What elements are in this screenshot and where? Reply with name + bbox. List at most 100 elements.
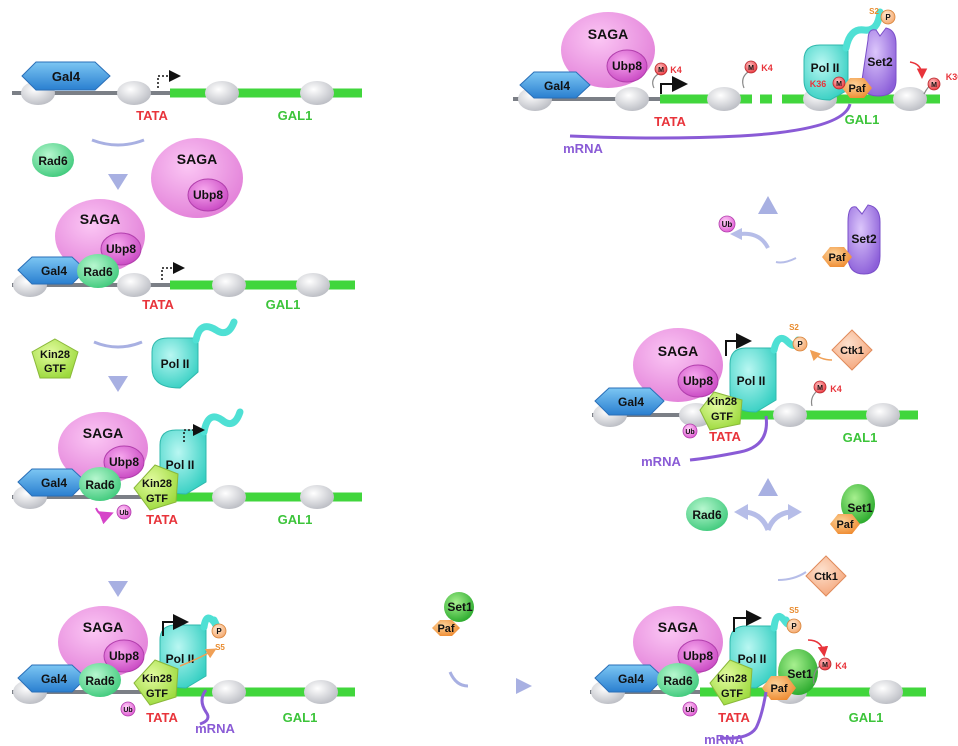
binding-curve [448, 671, 469, 688]
ubp8-protein [103, 639, 145, 673]
binding-curve [91, 138, 145, 147]
methyl-mark [744, 60, 758, 74]
rad6-label: Rad6 [85, 478, 115, 492]
kin28-label: Kin28 [717, 673, 747, 685]
gtf-label: GTF [721, 688, 743, 700]
ub-label: Ub [123, 707, 132, 714]
release-arrow [765, 509, 791, 531]
paf-protein [762, 676, 796, 700]
nucleosome [296, 273, 330, 297]
phosphate-label: P [885, 13, 891, 22]
ub-label: Ub [685, 707, 694, 714]
kin28-gtf-complex [709, 659, 753, 706]
rad6-label: Rad6 [663, 674, 693, 688]
pol2-label: Pol II [161, 357, 190, 371]
binding-curve [777, 571, 807, 581]
paf-protein [432, 620, 460, 636]
mrna-strand [719, 691, 768, 740]
paf-label: Paf [828, 252, 845, 264]
nucleosome [212, 485, 246, 509]
saga-label: SAGA [83, 619, 123, 635]
nucleosome [869, 680, 903, 704]
gal4-label: Gal4 [41, 264, 67, 278]
rad6-label: Rad6 [83, 265, 113, 279]
gtf-label: GTF [711, 411, 733, 423]
nucleosome [707, 87, 741, 111]
gal4-label: Gal4 [544, 79, 570, 93]
methyl-mark [818, 657, 832, 671]
saga-label: SAGA [83, 425, 123, 441]
nucleosome [893, 87, 927, 111]
ubp8-protein [677, 364, 719, 398]
binding-curve [93, 340, 143, 349]
ub-mark [682, 423, 698, 439]
gal4-label: Gal4 [618, 672, 644, 686]
gal4-protein [594, 387, 665, 416]
gtf-label: GTF [146, 493, 168, 505]
rad6-protein [686, 497, 728, 531]
phosphate-label: P [791, 622, 797, 631]
ubp8-protein [677, 639, 719, 673]
tata-label: TATA [146, 512, 178, 527]
phosphate-mark [792, 336, 808, 352]
rad6-protein [77, 254, 119, 288]
k4-label: K4 [761, 63, 773, 73]
ubp8-label: Ubp8 [612, 59, 642, 73]
histone-tail [742, 71, 749, 89]
rad6-protein [32, 143, 74, 177]
nucleosome [117, 81, 151, 105]
phosphate-label: P [797, 340, 803, 349]
methylation-arrow [807, 639, 829, 657]
methyl-label: M [822, 662, 828, 669]
set2-protein [847, 204, 881, 275]
kin28-label: Kin28 [142, 673, 172, 685]
kin28-label: Kin28 [142, 478, 172, 490]
pol2-ctd-tail [842, 8, 884, 52]
nucleosome [304, 680, 338, 704]
gal4-label: Gal4 [618, 395, 644, 409]
pol2-label: Pol II [811, 61, 840, 75]
methyl-label: M [748, 65, 754, 72]
ctk1-label: Ctk1 [814, 571, 838, 583]
ub-mark [718, 215, 736, 233]
panel-l4: SAGA Ubp8 Pol II Gal4 Rad6 Kin28 GTF P S… [12, 606, 355, 736]
paf-protein [842, 78, 872, 98]
paf-label: Paf [770, 683, 787, 695]
ubp8-label: Ubp8 [106, 242, 136, 256]
gtf-label: GTF [146, 688, 168, 700]
ubp8-protein [606, 49, 648, 83]
rad6-protein [79, 467, 121, 501]
gal1-label: GAL1 [843, 430, 878, 445]
pol2-ctd-tail [770, 613, 791, 632]
nucleosome [212, 680, 246, 704]
ubp8-label: Ubp8 [683, 649, 713, 663]
tss-arrow-active [162, 614, 189, 636]
nucleosome [773, 403, 807, 427]
paf-protein [822, 247, 852, 267]
ctk1-protein [831, 329, 873, 371]
tss-arrow-inactive [161, 262, 185, 280]
kin28-gtf-complex [31, 338, 79, 379]
kin28-gtf-complex [133, 659, 179, 706]
rad6-label: Rad6 [38, 154, 68, 168]
kin28-label: Kin28 [40, 349, 70, 361]
ubp8-protein [187, 178, 229, 212]
set1-label: Set1 [787, 667, 813, 681]
step-arrowhead [758, 478, 778, 496]
rad6-protein [79, 663, 121, 697]
kin28-gtf-complex [699, 391, 743, 431]
gal4-protein [21, 61, 111, 91]
gal4-protein [519, 71, 591, 99]
ubp8-protein [100, 232, 142, 266]
set2-protein [861, 27, 897, 97]
pol2-ctd-tail [200, 408, 244, 436]
phosphate-label: P [216, 627, 222, 636]
phosphorylation-arrow [179, 648, 217, 667]
set2-label: Set2 [851, 232, 877, 246]
step-2: Kin28 GTF Pol II [31, 318, 238, 392]
step-arrowhead [758, 196, 778, 214]
saga-label: SAGA [658, 343, 698, 359]
paf-protein [830, 514, 860, 534]
gal1-label: GAL1 [278, 512, 313, 527]
